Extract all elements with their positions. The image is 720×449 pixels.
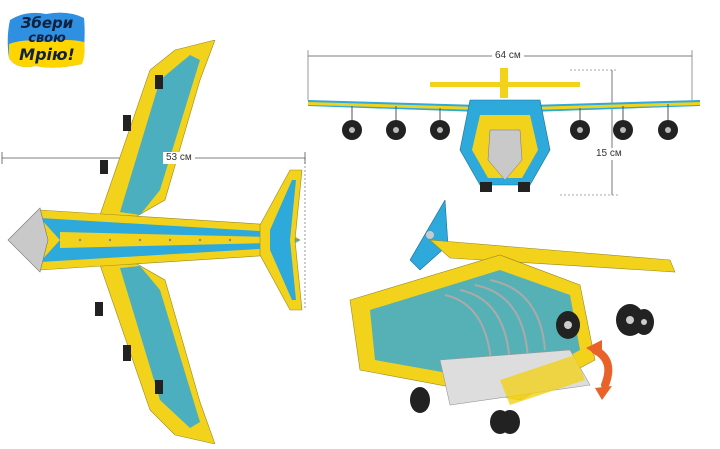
front-view-width-label: 64 см [492,50,524,62]
logo-text-line3: Мрію! [19,45,75,64]
airplane-top-view [1,39,306,445]
logo-text-line1: Збери [20,14,74,32]
airplane-perspective-view [349,199,676,434]
airplane-front-view [307,50,700,196]
top-view-panel: 53 см [0,39,320,445]
top-view-length-label: 53 см [163,152,195,164]
logo-text-line2: свою [28,31,66,46]
logo-background [7,12,85,68]
front-view-panel: 64 см 15 см [300,40,720,200]
perspective-view-panel [340,199,720,444]
brand-logo: Збери свою Мрію! [6,8,88,72]
front-view-height-label: 15 см [593,148,625,160]
